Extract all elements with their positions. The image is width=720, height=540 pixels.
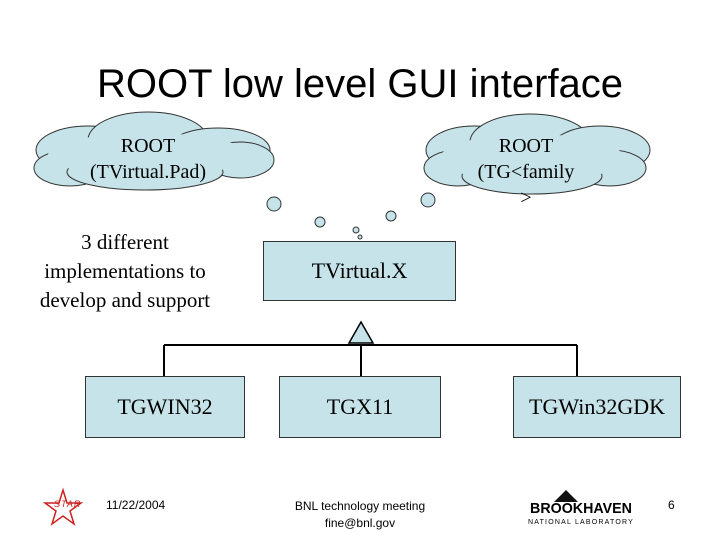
cloud-right	[423, 113, 651, 195]
cloud-left	[33, 111, 275, 191]
cloud-right-line1: ROOT	[498, 135, 554, 157]
bnl-logo-line1: BROOKHAVEN	[530, 500, 632, 517]
cloud-left-line1: ROOT	[120, 135, 176, 157]
footer-date: 11/22/2004	[106, 498, 166, 512]
bnl-logo-icon	[554, 490, 578, 502]
star-logo-icon	[42, 487, 84, 526]
footer-meeting-line2: fine@bnl.gov	[324, 516, 396, 530]
slide-title: ROOT low level GUI interface	[96, 62, 624, 106]
box-tgx11: TGX11	[279, 376, 441, 438]
box-tgwin32gdk-label: TGWin32GDK	[529, 394, 665, 419]
star-logo-text: STAR	[54, 499, 82, 509]
implementations-note-line1: 3 different	[81, 230, 169, 254]
implementations-note-line2: implementations to	[44, 259, 206, 283]
cloud-right-text: ROOT (TG<family >	[436, 133, 616, 211]
inheritance-arrow-icon	[347, 320, 375, 344]
cloud-left-text: ROOT (TVirtual.Pad)	[58, 133, 238, 185]
footer-meeting-line1: BNL technology meeting	[294, 499, 426, 513]
bnl-logo-line2: NATIONAL LABORATORY	[527, 519, 635, 526]
footer-meeting: BNL technology meeting fine@bnl.gov	[260, 498, 460, 532]
box-tgwin32-label: TGWIN32	[117, 394, 213, 419]
inheritance-connectors	[163, 344, 578, 376]
cloud-right-line3: >	[520, 187, 532, 209]
box-tgwin32gdk: TGWin32GDK	[513, 376, 681, 438]
implementations-note-line3: develop and support	[39, 288, 211, 312]
box-tvirtualx: TVirtual.X	[263, 241, 456, 301]
cloud-left-line2: (TVirtual.Pad)	[90, 161, 206, 183]
box-tgx11-label: TGX11	[326, 394, 394, 419]
thought-bubbles	[266, 192, 436, 240]
page-number: 6	[668, 498, 675, 512]
implementations-note: 3 different implementations to develop a…	[14, 228, 236, 315]
cloud-right-line2: (TG<family	[477, 161, 575, 183]
box-tvirtualx-label: TVirtual.X	[311, 258, 408, 283]
box-tgwin32: TGWIN32	[85, 376, 245, 438]
